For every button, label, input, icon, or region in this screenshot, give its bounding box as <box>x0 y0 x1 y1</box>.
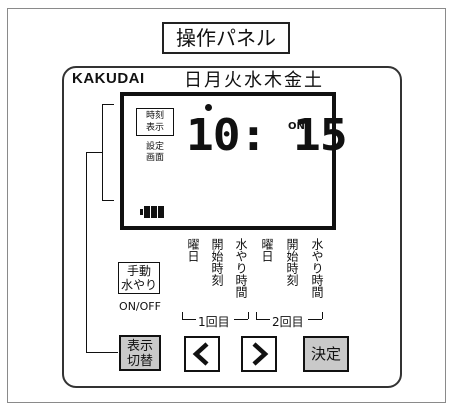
connector-line <box>102 104 114 105</box>
chevron-left-icon <box>192 342 209 366</box>
prev-button[interactable] <box>184 336 220 372</box>
manual-button-line1: 手動 <box>126 264 151 278</box>
group-label-first: 1回目 <box>198 315 230 329</box>
group-bracket <box>182 312 183 319</box>
column-label-start-1: 開始時刻 <box>210 238 224 286</box>
group-bracket <box>256 319 270 320</box>
setting-tag-line2: 画面 <box>145 153 164 163</box>
column-label-start-2: 開始時刻 <box>285 238 299 286</box>
connector-line <box>102 200 114 201</box>
group-bracket <box>248 312 249 319</box>
setting-tag-line1: 設定 <box>145 142 164 152</box>
group-label-second: 2回目 <box>272 315 304 329</box>
connector-line <box>86 352 118 353</box>
display-button-line1: 表示 <box>126 339 153 354</box>
column-label-weekday-1: 曜日 <box>186 238 200 262</box>
battery-icon <box>140 206 166 218</box>
clock-tag-line1: 時刻 <box>145 111 164 121</box>
column-label-weekday-2: 曜日 <box>260 238 274 262</box>
clock-tag-line2: 表示 <box>145 123 164 133</box>
group-bracket <box>308 319 322 320</box>
column-label-duration-2: 水やり時間 <box>310 238 324 298</box>
weekday-row: 日月火水木金土 <box>184 70 324 91</box>
group-bracket <box>234 319 248 320</box>
display-toggle-button[interactable]: 表示 切替 <box>119 335 161 371</box>
on-indicator: ON <box>288 121 305 132</box>
manual-onoff-label: ON/OFF <box>119 300 161 313</box>
brand-logo: KAKUDAI <box>72 70 145 87</box>
figure-frame <box>7 8 446 403</box>
confirm-button[interactable]: 決定 <box>303 336 349 372</box>
connector-line <box>86 152 102 153</box>
controller-body <box>62 66 402 388</box>
clock-mode-tag: 時刻 表示 <box>136 108 174 136</box>
group-bracket <box>322 312 323 319</box>
lcd-time: 10: 15 <box>186 110 348 161</box>
connector-line <box>86 152 87 352</box>
setting-mode-tag: 設定 画面 <box>140 142 170 164</box>
group-bracket <box>182 319 196 320</box>
column-label-duration-1: 水やり時間 <box>234 238 248 298</box>
group-bracket <box>256 312 257 319</box>
day-indicator-dot <box>205 104 212 111</box>
connector-line <box>102 104 103 200</box>
chevron-right-icon <box>252 342 269 366</box>
manual-button-line2: 水やり <box>120 278 157 292</box>
manual-watering-button[interactable]: 手動 水やり <box>118 262 160 294</box>
display-button-line2: 切替 <box>126 354 153 369</box>
panel-title: 操作パネル <box>162 22 290 54</box>
next-button[interactable] <box>241 336 277 372</box>
